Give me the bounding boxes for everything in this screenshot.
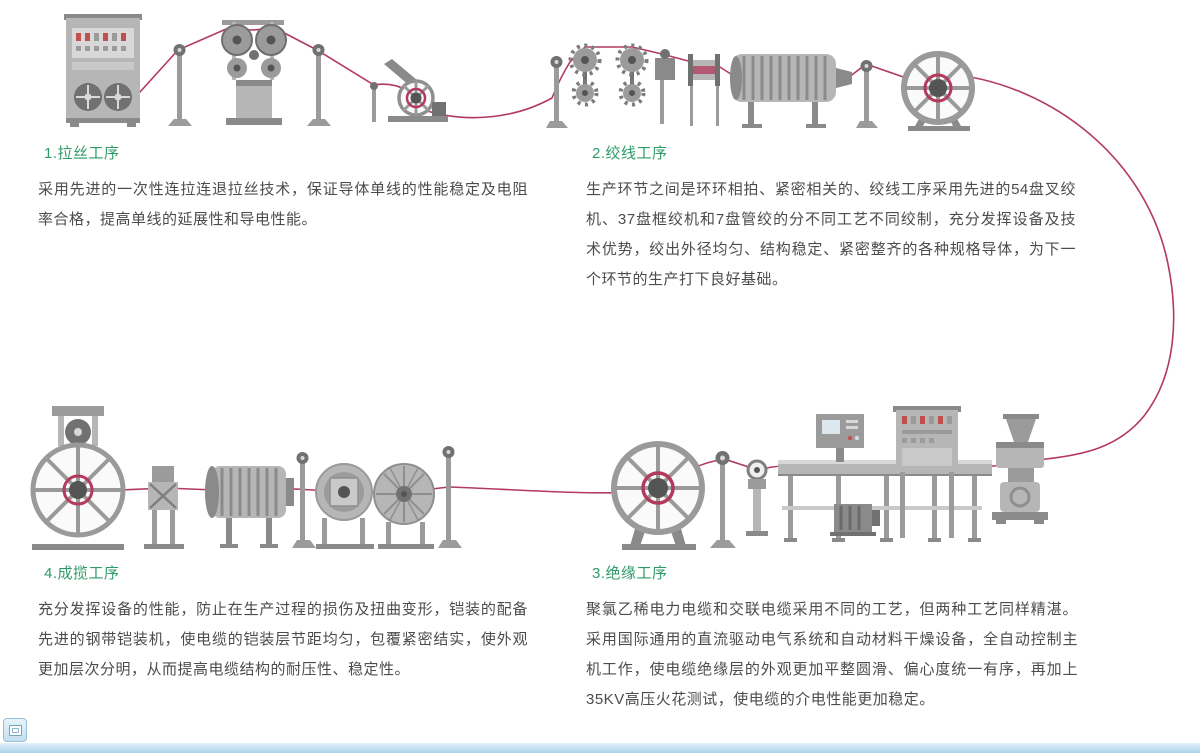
insulation-control-cabinet: [893, 406, 961, 538]
footer-gradient-bar: [0, 743, 1200, 753]
stranding-cage-machine: [730, 54, 852, 128]
section-body-wire-drawing: 采用先进的一次性连拉连退拉丝技术，保证导体单线的性能稳定及电阻率合格，提高单线的…: [38, 181, 528, 228]
drawing-takeup-reel: [370, 59, 448, 122]
section-body-stranding: 生产环节之间是环环相拍、紧密相关的、绞线工序采用先进的54盘叉绞机、37盘框绞机…: [586, 181, 1076, 288]
section-insulation: 3.绝缘工序 聚氯乙稀电力电缆和交联电缆采用不同的工艺，但两种工艺同样精湛。采用…: [586, 562, 1078, 715]
guide-pole: [292, 452, 316, 548]
guide-pole: [438, 446, 462, 548]
stranding-gearbox: [655, 49, 675, 124]
cooling-conveyor: [778, 460, 992, 542]
guide-pole: [546, 56, 568, 128]
cabling-payoff-wheel: [30, 406, 126, 550]
extruder-machine: [992, 414, 1048, 524]
section-title-cabling: 4.成揽工序: [44, 565, 120, 582]
taping-disc: [373, 463, 435, 549]
guide-pole: [710, 451, 736, 548]
caterpillar-stand: [144, 466, 184, 549]
section-body-cabling: 充分发挥设备的性能，防止在生产过程的损伤及扭曲变形，铠装的配备先进的钢带铠装机，…: [38, 601, 528, 678]
guide-pole: [856, 60, 878, 128]
stranding-bobbin-gears: [568, 43, 602, 107]
monitor-console: [816, 414, 864, 462]
slideshow-thumbnail-icon-screen: [11, 727, 19, 733]
guide-pole: [307, 44, 331, 126]
drawing-sheave-machine: [221, 20, 287, 125]
taping-drum: [315, 463, 374, 549]
drive-motor: [830, 504, 880, 536]
section-cabling: 4.成揽工序 充分发挥设备的性能，防止在生产过程的损伤及扭曲变形，铠装的配备先进…: [38, 562, 528, 685]
slideshow-thumbnail-icon[interactable]: [3, 718, 27, 742]
capstan-unit: [746, 459, 768, 536]
section-title-wire-drawing: 1.拉丝工序: [44, 145, 120, 162]
insulation-machines: [611, 406, 1048, 550]
stranding-machines: [546, 43, 975, 131]
guide-pole: [168, 44, 192, 126]
section-body-insulation: 聚氯乙稀电力电缆和交联电缆采用不同的工艺，但两种工艺同样精湛。采用国际通用的直流…: [586, 601, 1078, 708]
payoff-spool: [688, 54, 720, 126]
drawing-control-cabinet-machine: [64, 14, 142, 127]
section-stranding: 2.绞线工序 生产环节之间是环环相拍、紧密相关的、绞线工序采用先进的54盘叉绞机…: [586, 142, 1076, 295]
slideshow-thumbnail-icon-frame: [8, 724, 22, 736]
section-wire-drawing: 1.拉丝工序 采用先进的一次性连拉连退拉丝技术，保证导体单线的性能稳定及电阻率合…: [38, 142, 528, 235]
section-title-insulation: 3.绝缘工序: [592, 565, 668, 582]
armoring-machines: [30, 406, 462, 550]
section-title-stranding: 2.绞线工序: [592, 145, 668, 162]
insulation-payoff-reel: [611, 441, 705, 550]
stranding-bobbin-gears: [615, 43, 649, 107]
steel-tape-armoring-machine: [205, 466, 294, 548]
wire-drawing-machines: [64, 14, 448, 127]
stranding-takeup-reel: [901, 51, 975, 131]
